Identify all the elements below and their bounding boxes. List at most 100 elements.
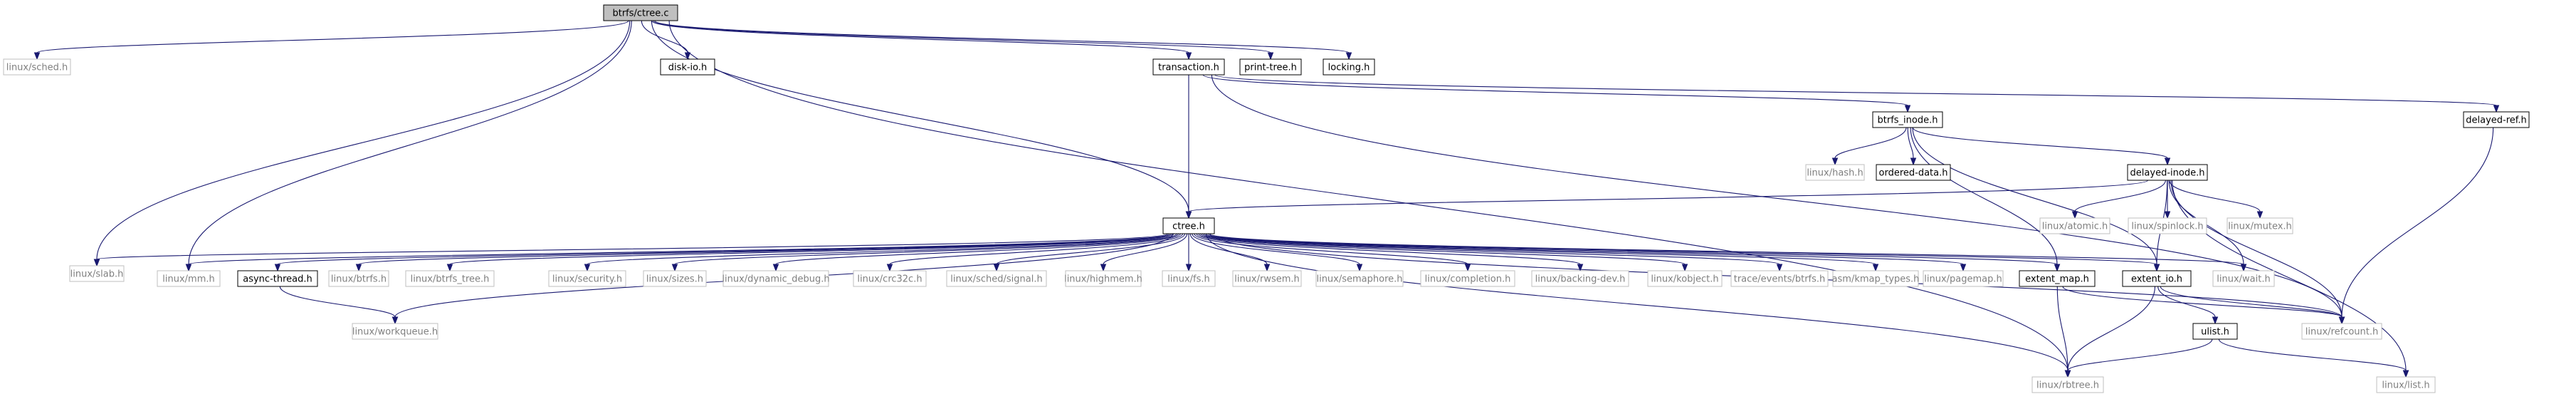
edge-line: [653, 20, 1271, 53]
node-dyndebug: linux/dynamic_debug.h: [722, 270, 830, 287]
edge-delayedinode-to-mutex: [2169, 180, 2264, 219]
node-ulist[interactable]: ulist.h: [2192, 323, 2238, 340]
edge-line: [2062, 286, 2343, 318]
node-layer: btrfs/ctree.clinux/sched.hlinux/slab.hdi…: [3, 4, 2530, 393]
arrowhead: [185, 264, 192, 272]
edge-line: [1103, 233, 1188, 265]
arrowhead: [355, 264, 362, 272]
edge-delayedinode-to-ctree_h: [1185, 180, 2149, 219]
arrowhead: [2402, 370, 2409, 378]
node-label: trace/events/btrfs.h: [1734, 274, 1826, 285]
node-box: [1152, 58, 1225, 76]
node-box: [1162, 217, 1215, 234]
arrowhead: [1910, 157, 1917, 166]
edge-transaction-to-btrfsinode: [1202, 74, 1911, 113]
edge-btrfsinode-to-delayedinode: [1912, 127, 2171, 166]
node-box: [660, 58, 715, 76]
edge-line: [358, 233, 1173, 265]
edge-transaction-to-ctree_h: [1185, 74, 1192, 219]
node-extentmap[interactable]: extent_map.h: [2019, 270, 2096, 287]
edge-delayedref-to-refcount: [2338, 127, 2494, 325]
node-asyncthread[interactable]: async-thread.h: [237, 270, 318, 287]
edge-ctree_h-to-semaphore: [1192, 233, 1363, 272]
node-delayedinode[interactable]: delayed-inode.h: [2127, 164, 2208, 181]
node-ctree-c[interactable]: btrfs/ctree.c: [603, 4, 678, 21]
edge-line: [651, 20, 1189, 212]
edge-ctree_c-to-mm: [185, 20, 632, 272]
node-label: ulist.h: [2201, 327, 2229, 338]
node-box: [1065, 270, 1142, 287]
node-box: [2039, 217, 2110, 234]
node-traceevents: trace/events/btrfs.h: [1730, 270, 1829, 287]
arrowhead: [1185, 264, 1192, 272]
node-label: linux/spinlock.h: [2131, 222, 2203, 232]
edge-line: [1204, 233, 1964, 265]
edge-line: [1910, 127, 2058, 265]
node-box: [2463, 111, 2530, 128]
edge-line: [641, 20, 688, 53]
node-ctree-h[interactable]: ctree.h: [1162, 217, 1215, 234]
node-security: linux/security.h: [548, 270, 626, 287]
node-box: [1420, 270, 1515, 287]
edge-ctree_h-to-schedsignal: [993, 233, 1186, 272]
node-label: linux/slab.h: [70, 269, 124, 280]
edge-btrfsinode-to-ordereddata: [1907, 127, 1917, 166]
edge-ctree_h-to-traceevents: [1200, 233, 1783, 272]
node-wait: linux/wait.h: [2212, 270, 2275, 287]
node-label: linux/backing-dev.h: [1535, 274, 1626, 285]
arrowhead: [1904, 105, 1911, 113]
edge-line: [1912, 127, 2157, 265]
edge-line: [1196, 233, 1581, 265]
node-box: [2128, 217, 2207, 234]
node-transaction[interactable]: transaction.h: [1152, 58, 1225, 76]
edge-delayedinode-to-list: [2172, 180, 2409, 378]
edge-line: [1214, 74, 2497, 106]
edge-ctree_c-to-slab: [93, 20, 631, 267]
node-mutex: linux/mutex.h: [2227, 217, 2293, 234]
node-box: [1923, 270, 2004, 287]
arrowhead: [1872, 264, 1879, 272]
edge-ctree_h-to-crc32c: [886, 233, 1184, 272]
edge-ctree_h-to-highmem: [1100, 233, 1188, 272]
edge-line: [1207, 233, 2157, 265]
node-box: [2019, 270, 2096, 287]
node-box: [1323, 58, 1375, 76]
node-backingdev: linux/backing-dev.h: [1531, 270, 1629, 287]
node-btrfsinode[interactable]: btrfs_inode.h: [1872, 111, 1943, 128]
node-schedsignal: linux/sched/signal.h: [946, 270, 1047, 287]
node-locking[interactable]: locking.h: [1323, 58, 1375, 76]
arrowhead: [772, 264, 779, 272]
arrowhead: [2054, 264, 2061, 272]
node-label: linux/btrfs_tree.h: [411, 274, 490, 285]
node-delayedref[interactable]: delayed-ref.h: [2463, 111, 2530, 128]
edge-line: [2341, 127, 2494, 318]
arrowhead: [2338, 316, 2345, 325]
node-extentio[interactable]: extent_io.h: [2122, 270, 2192, 287]
arrowhead: [446, 264, 453, 272]
arrowhead: [2164, 157, 2171, 166]
edge-line: [1202, 74, 1908, 106]
node-ordereddata[interactable]: ordered-data.h: [1876, 164, 1951, 181]
node-box: [1805, 164, 1865, 181]
node-label: ctree.h: [1172, 222, 1205, 232]
edge-line: [1200, 233, 1780, 265]
node-label: btrfs_inode.h: [1878, 115, 1938, 126]
node-box: [1232, 270, 1302, 287]
node-label: async-thread.h: [243, 274, 312, 285]
node-box: [643, 270, 707, 287]
arrowhead: [993, 264, 1000, 272]
node-printtree[interactable]: print-tree.h: [1239, 58, 1302, 76]
arrowhead: [391, 316, 399, 325]
edge-line: [996, 233, 1186, 265]
arrowhead: [1464, 264, 1471, 272]
edge-ctree_c-to-transaction: [651, 20, 1192, 61]
arrowhead: [1776, 264, 1783, 272]
arrowhead: [1100, 264, 1107, 272]
node-diskio[interactable]: disk-io.h: [660, 58, 715, 76]
edge-line: [36, 20, 629, 53]
edge-line: [587, 233, 1177, 265]
node-box: [603, 4, 678, 21]
edge-ctree_h-to-kmaptypes: [1202, 233, 1879, 272]
node-label: linux/sizes.h: [646, 274, 703, 285]
